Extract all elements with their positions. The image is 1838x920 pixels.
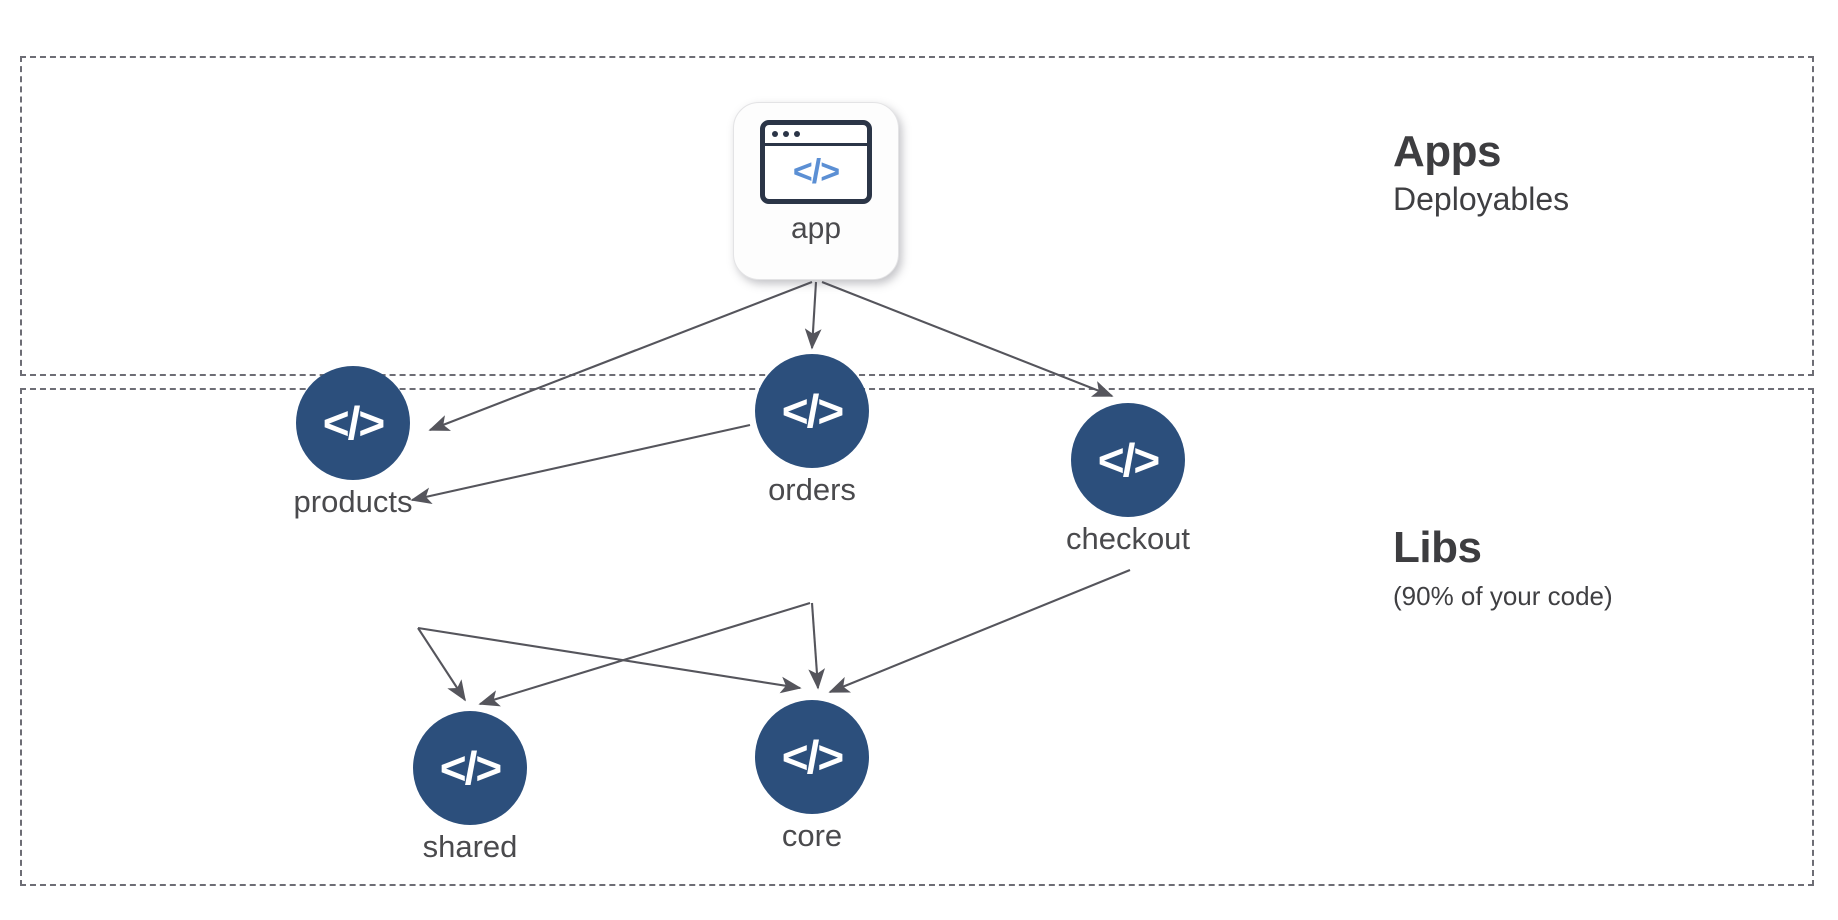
window-dot-2 [783, 131, 789, 137]
node-checkout-label: checkout [1065, 521, 1191, 556]
zone-libs-title: Libs [1393, 523, 1482, 572]
zone-libs [20, 388, 1814, 886]
node-orders[interactable]: </> orders [755, 354, 869, 507]
zone-legend-apps: Apps Deployables [1393, 127, 1570, 218]
node-products-label: products [293, 484, 413, 519]
code-brackets-icon: </> [296, 366, 410, 480]
node-orders-label: orders [768, 472, 856, 507]
node-shared[interactable]: </> shared [413, 711, 527, 864]
code-brackets-icon: </> [755, 354, 869, 468]
zone-apps-title: Apps [1393, 127, 1502, 176]
node-core-label: core [781, 818, 843, 853]
code-brackets-icon: </> [1071, 403, 1185, 517]
zone-libs-subtitle: (90% of your code) [1393, 581, 1613, 612]
code-brackets-icon: </> [755, 700, 869, 814]
code-window-icon: </> [760, 120, 872, 204]
node-app-label: app [790, 212, 842, 245]
node-products[interactable]: </> products [294, 366, 412, 519]
window-titlebar [765, 125, 867, 146]
node-checkout[interactable]: </> checkout [1066, 403, 1190, 556]
zone-apps-subtitle: Deployables [1393, 181, 1570, 218]
code-brackets-icon: </> [413, 711, 527, 825]
zone-legend-libs: Libs (90% of your code) [1393, 523, 1613, 612]
node-app[interactable]: </> app [733, 102, 899, 280]
node-core[interactable]: </> core [755, 700, 869, 853]
node-shared-label: shared [422, 829, 518, 864]
window-dot-1 [772, 131, 778, 137]
app-code-glyph: </> [792, 152, 840, 191]
window-dot-3 [794, 131, 800, 137]
